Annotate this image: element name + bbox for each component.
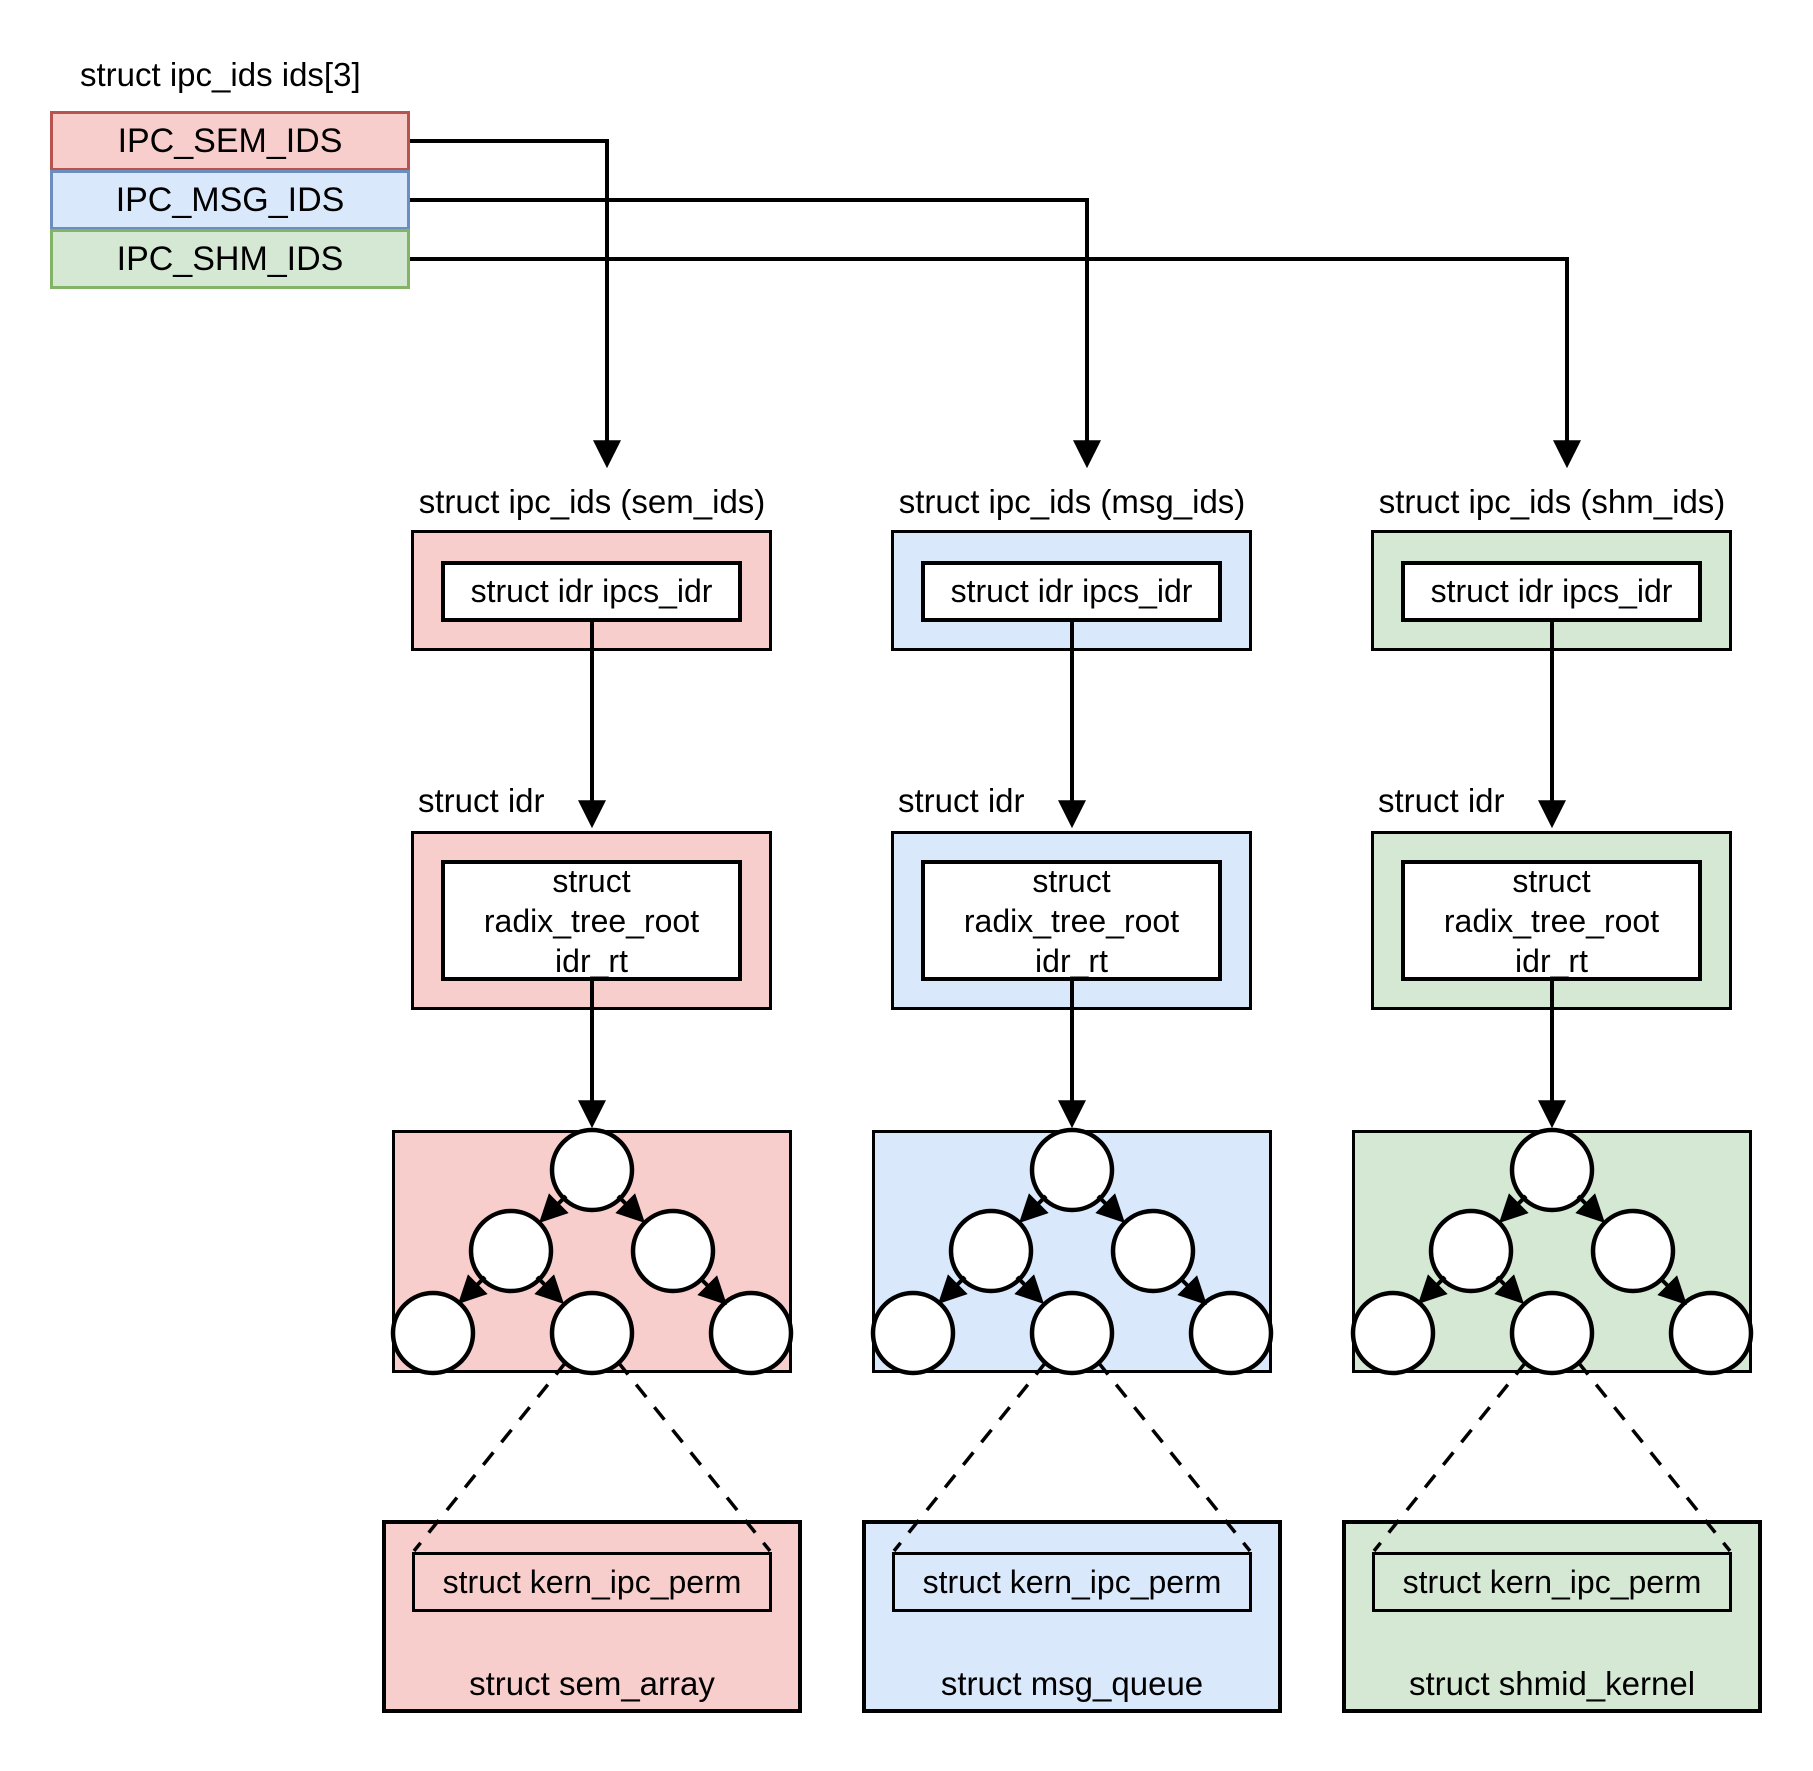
bottom-struct-label: struct shmid_kernel — [1408, 1665, 1696, 1702]
radix-line: radix_tree_root — [483, 902, 700, 939]
kern-ipc-perm-box: struct kern_ipc_perm — [892, 1552, 1252, 1612]
kern-ipc-perm-box: struct kern_ipc_perm — [1372, 1552, 1732, 1612]
radix-tree-root-box: struct radix_tree_root idr_rt — [1401, 860, 1702, 981]
bottom-struct-label: struct sem_array — [469, 1665, 715, 1702]
legend-label: IPC_MSG_IDS — [115, 180, 345, 219]
kern-ipc-perm-box: struct kern_ipc_perm — [412, 1552, 772, 1612]
diagram-title: struct ipc_ids ids[3] — [80, 56, 361, 93]
sem-ids-column: struct ipc_ids (sem_ids) struct idr ipcs… — [382, 0, 812, 1771]
legend-row-ipc-msg-ids: IPC_MSG_IDS — [50, 170, 410, 230]
kern-ipc-perm-label: struct kern_ipc_perm — [442, 1563, 742, 1600]
radix-line: idr_rt — [555, 942, 628, 979]
radix-tree-container — [392, 1130, 792, 1373]
ipcs-idr-box: struct idr ipcs_idr — [921, 561, 1222, 622]
legend-row-ipc-shm-ids: IPC_SHM_IDS — [50, 229, 410, 289]
column-header-label: struct ipc_ids (sem_ids) — [418, 483, 766, 520]
ipcs-idr-label: struct idr ipcs_idr — [470, 573, 713, 609]
bottom-struct-label: struct msg_queue — [940, 1665, 1204, 1702]
ipcs-idr-label: struct idr ipcs_idr — [950, 573, 1193, 609]
column-header-label: struct ipc_ids (msg_ids) — [898, 483, 1246, 520]
radix-line: radix_tree_root — [1443, 902, 1660, 939]
kern-ipc-perm-label: struct kern_ipc_perm — [1402, 1563, 1702, 1600]
struct-idr-label: struct idr — [418, 782, 545, 819]
radix-line: struct — [1032, 862, 1111, 899]
ipcs-idr-box: struct idr ipcs_idr — [1401, 561, 1702, 622]
ipcs-idr-box: struct idr ipcs_idr — [441, 561, 742, 622]
legend-row-ipc-sem-ids: IPC_SEM_IDS — [50, 111, 410, 171]
ipcs-idr-label: struct idr ipcs_idr — [1430, 573, 1673, 609]
radix-line: idr_rt — [1515, 942, 1588, 979]
radix-line: struct — [552, 862, 631, 899]
radix-tree-root-box: struct radix_tree_root idr_rt — [921, 860, 1222, 981]
column-header-label: struct ipc_ids (shm_ids) — [1378, 483, 1726, 520]
kern-ipc-perm-label: struct kern_ipc_perm — [922, 1563, 1222, 1600]
legend-label: IPC_SHM_IDS — [116, 239, 344, 278]
radix-tree-container — [1352, 1130, 1752, 1373]
msg-ids-column: struct ipc_ids (msg_ids) struct idr ipcs… — [862, 0, 1292, 1771]
shm-ids-column: struct ipc_ids (shm_ids) struct idr ipcs… — [1342, 0, 1772, 1771]
radix-line: struct — [1512, 862, 1591, 899]
legend-label: IPC_SEM_IDS — [117, 121, 343, 160]
struct-idr-label: struct idr — [1378, 782, 1505, 819]
radix-tree-container — [872, 1130, 1272, 1373]
radix-tree-root-box: struct radix_tree_root idr_rt — [441, 860, 742, 981]
radix-line: idr_rt — [1035, 942, 1108, 979]
struct-idr-label: struct idr — [898, 782, 1025, 819]
radix-line: radix_tree_root — [963, 902, 1180, 939]
